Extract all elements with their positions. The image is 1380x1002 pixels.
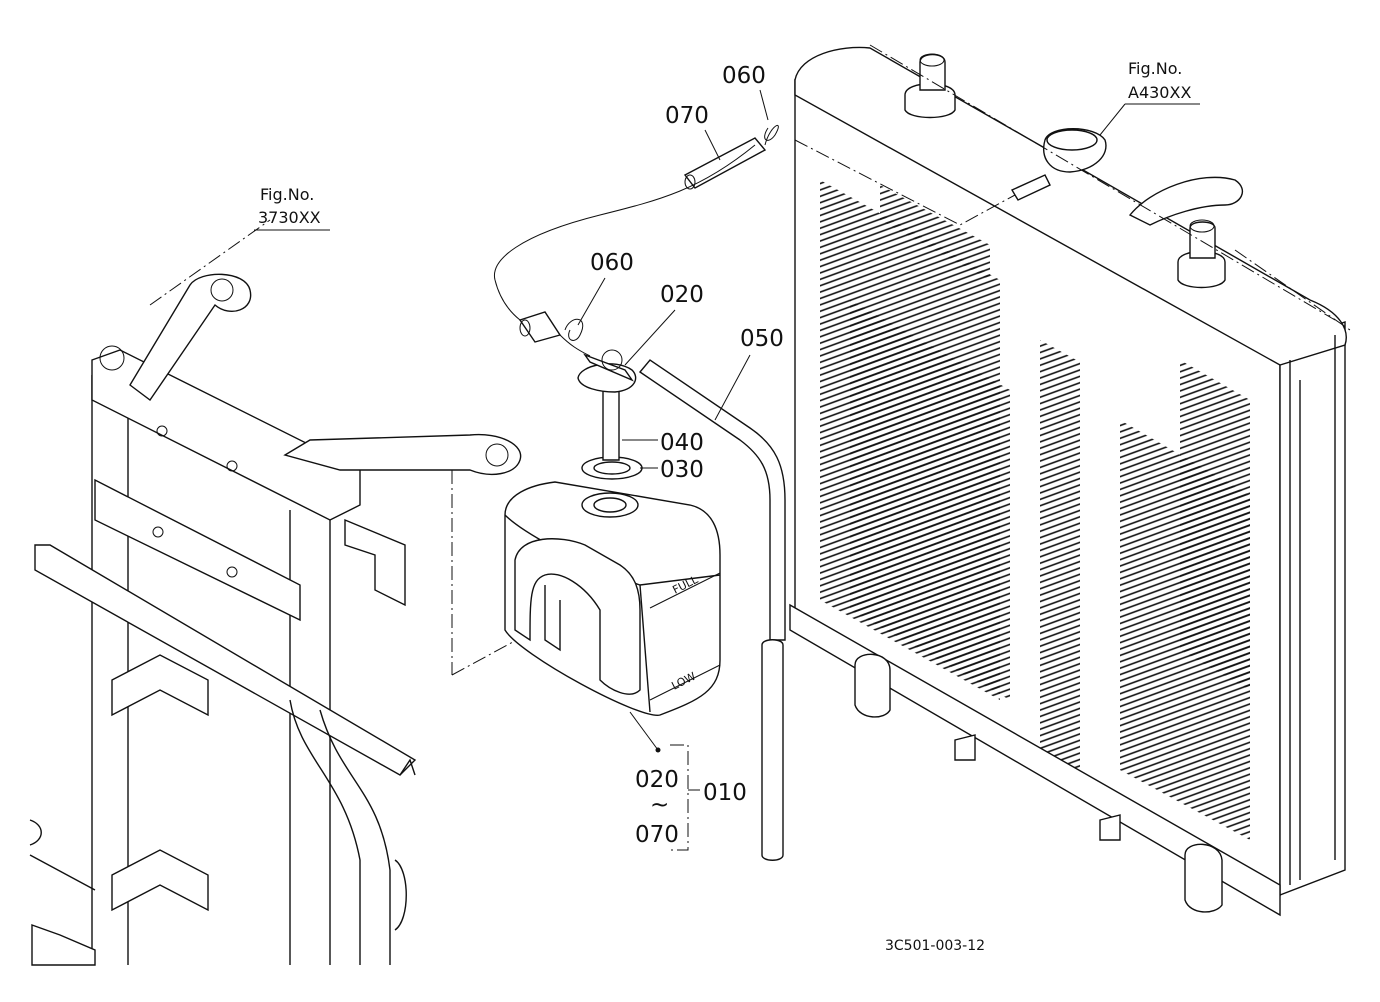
reference-radiator[interactable]: Fig.No. A430XX — [1099, 59, 1200, 136]
reference-frame[interactable]: Fig.No. 3730XX — [254, 185, 330, 231]
callout-set-tilde: ~ — [650, 792, 669, 818]
callout-set-to: 070 — [635, 822, 679, 848]
callout-050-label: 050 — [740, 326, 784, 352]
callout-040-label: 040 — [660, 430, 704, 456]
radiator-assembly — [789, 44, 1351, 917]
callout-070[interactable]: 070 — [665, 103, 721, 161]
callout-060-mid[interactable]: 060 — [577, 250, 634, 326]
callout-050[interactable]: 050 — [714, 326, 784, 421]
drawing-number: 3C501-003-12 — [885, 938, 985, 954]
frame-assembly — [29, 219, 536, 966]
callout-020-label: 020 — [660, 282, 704, 308]
callout-set-from: 020 — [635, 767, 679, 793]
ref-frame-line2: 3730XX — [258, 208, 321, 227]
ref-radiator-line2: A430XX — [1128, 83, 1191, 102]
callout-assembly-set[interactable]: 020 ~ 070 010 — [629, 711, 747, 851]
callout-set-assembly: 010 — [703, 780, 747, 806]
callout-040[interactable]: 040 — [622, 430, 704, 456]
callout-030-label: 030 — [660, 457, 704, 483]
callout-060-top[interactable]: 060 — [722, 63, 769, 121]
callout-030[interactable]: 030 — [640, 457, 704, 483]
ref-frame-line1: Fig.No. — [260, 185, 314, 204]
reservoir-tank: FULL LOW — [504, 349, 721, 716]
hose-and-clamps — [493, 124, 779, 357]
callout-060-top-label: 060 — [722, 63, 766, 89]
callout-070-label: 070 — [665, 103, 709, 129]
callout-060-mid-label: 060 — [590, 250, 634, 276]
overflow-hose — [638, 359, 786, 861]
callout-020[interactable]: 020 — [624, 282, 704, 366]
ref-radiator-line1: Fig.No. — [1128, 59, 1182, 78]
